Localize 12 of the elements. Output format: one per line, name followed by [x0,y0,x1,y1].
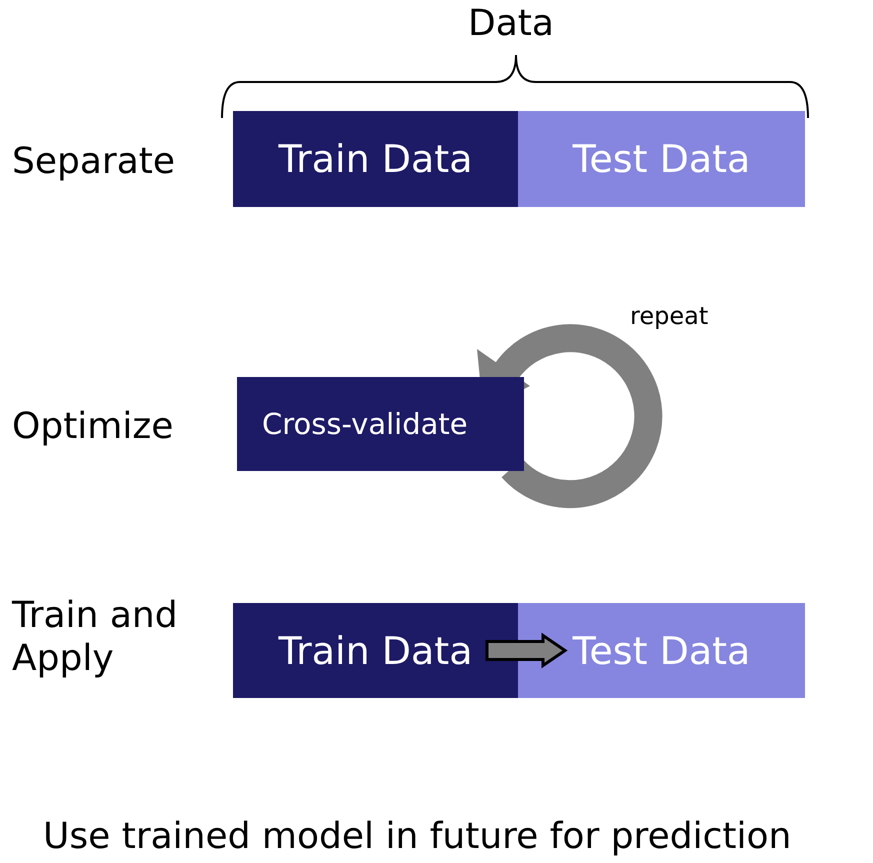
data-block: Train Data [233,111,518,207]
data-block: Test Data [518,111,805,207]
arrow [486,632,568,668]
data-block: Cross-validate [237,377,524,471]
data-block: Train Data [233,603,518,698]
loop-label: repeat [630,302,708,331]
row-label: Optimize [12,405,174,448]
bracket-label: Data [468,2,554,46]
row-label: Separate [12,140,176,184]
row-label: Train and Apply [12,594,179,680]
data-block: Test Data [518,603,805,698]
caption-text: Use trained model in future for prediction [43,815,792,858]
